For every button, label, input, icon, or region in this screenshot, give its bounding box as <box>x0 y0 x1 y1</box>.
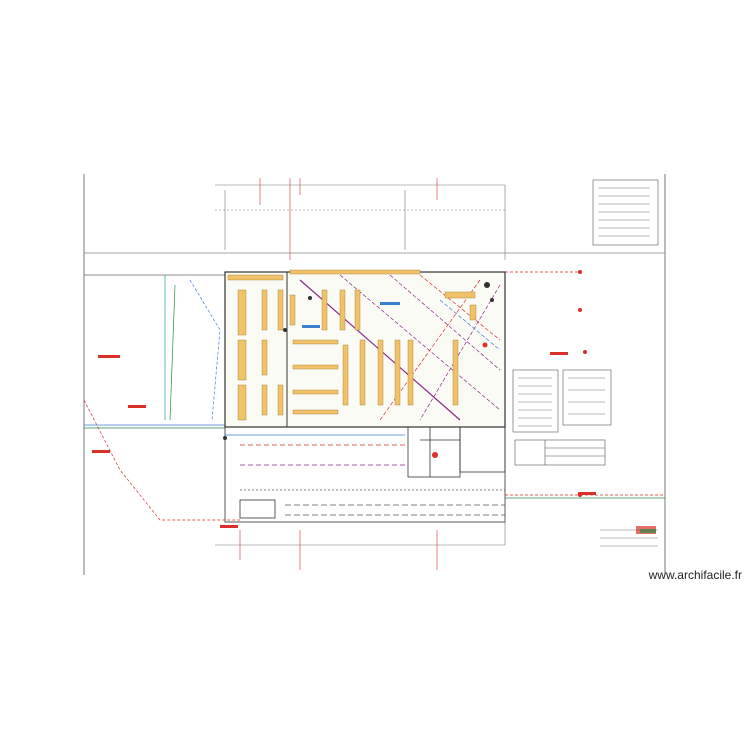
annotation-marks <box>92 302 596 528</box>
shelving-main-hall <box>289 269 477 415</box>
bottom-grid-markers <box>215 520 506 570</box>
legend-entries <box>518 187 650 427</box>
parking-lines <box>225 434 505 519</box>
watermark-text: www.archifacile.fr <box>648 568 742 582</box>
title-block <box>600 526 658 547</box>
top-grid-markers <box>215 178 506 260</box>
parking-area-outline <box>224 426 506 523</box>
equipment-markers <box>223 270 587 497</box>
legend-tables <box>512 179 659 466</box>
shelving-left-wing <box>227 274 284 421</box>
office-block <box>407 426 506 478</box>
